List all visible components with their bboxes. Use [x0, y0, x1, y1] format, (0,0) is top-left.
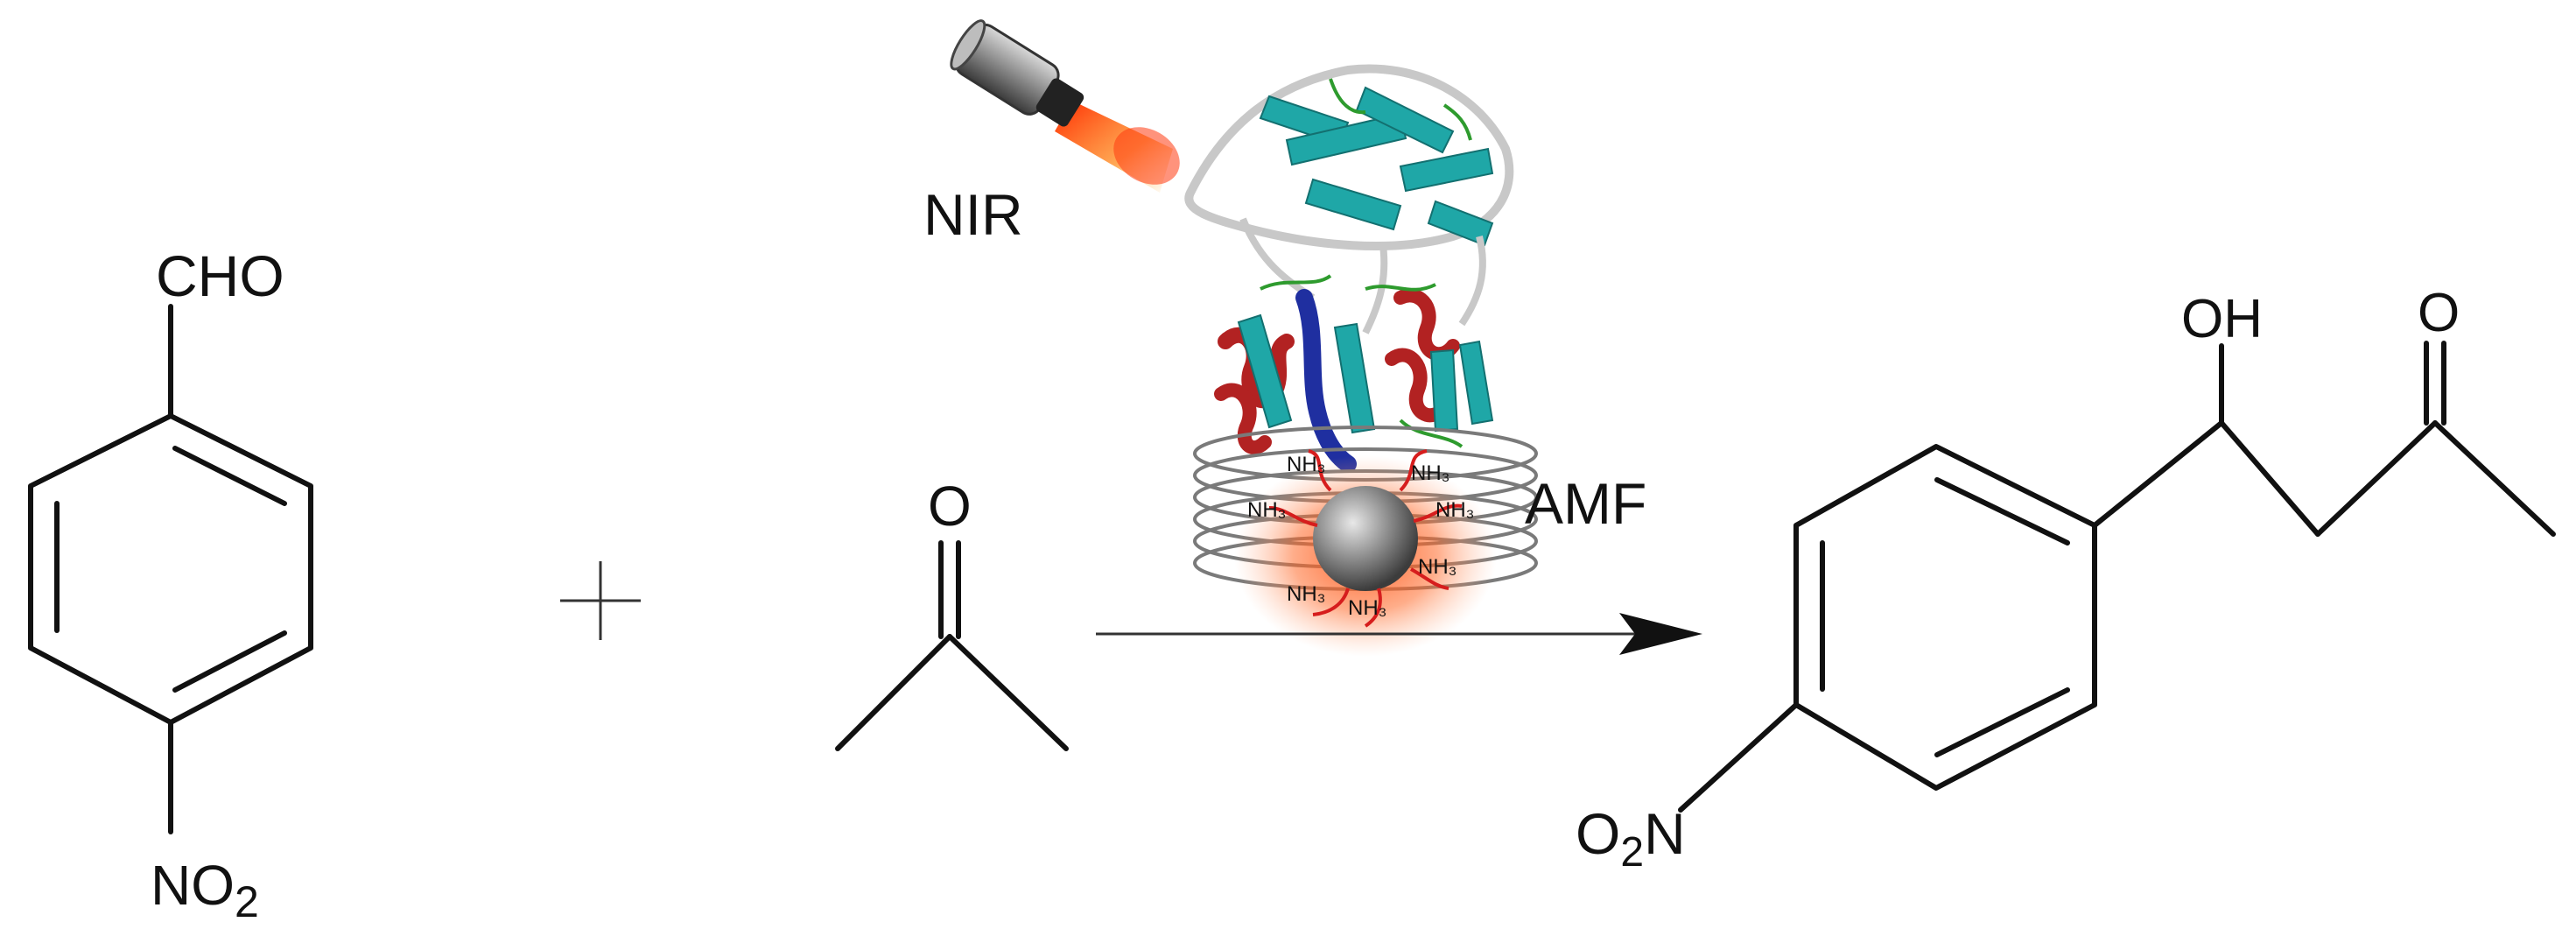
ring-to-carbinol: [2092, 420, 2224, 528]
cho-label: CHO: [156, 243, 284, 308]
reaction-arrow: [1096, 613, 1702, 655]
nir-lamp-icon: NIR: [923, 19, 1180, 247]
nitro-label: O2N: [1576, 801, 1686, 876]
carbinol-to-ch2: [2219, 420, 2320, 537]
amine-label: NH₃: [1287, 453, 1325, 476]
no2-label: NO2: [151, 854, 259, 926]
amine-linkers: [1268, 449, 1463, 628]
nitro-subscript: 2: [1620, 829, 1644, 876]
hydroxyl-label: OH: [2181, 289, 2263, 349]
amine-label: NH₃: [1435, 498, 1474, 522]
amf-label: AMF: [1525, 471, 1646, 536]
enzyme-nanoparticle-icon: NH₃ NH₃ NH₃ NH₃ NH₃ NH₃ NH₃ AMF: [1184, 64, 1646, 657]
acetone-right-methyl: [947, 634, 1069, 751]
amine-label: NH₃: [1348, 596, 1386, 620]
ring-to-nitro: [1678, 702, 1799, 813]
lamp-nozzle: [1035, 78, 1084, 127]
magnetic-nanoparticle: [1313, 486, 1418, 591]
protein-lower-domain: [1214, 274, 1494, 473]
carbonyl-oxygen-label: O: [2418, 283, 2460, 343]
nir-label: NIR: [923, 182, 1023, 247]
ch2-to-carbonyl: [2315, 420, 2438, 537]
inner-double-bond: [172, 630, 287, 693]
acetone-left-methyl: [835, 634, 952, 751]
reactant-acetone: O: [835, 475, 1069, 751]
carbonyl-to-methyl: [2432, 420, 2556, 537]
amine-label: NH₃: [1287, 582, 1325, 606]
product-aldol: OH O O2N: [1576, 283, 2556, 876]
no2-main: NO: [151, 854, 235, 917]
amine-label: NH₃: [1418, 555, 1456, 579]
protein-upper-lobe: [1184, 64, 1514, 334]
amine-label: NH₃: [1411, 461, 1449, 485]
nitro-o: O: [1576, 801, 1620, 866]
no2-subscript: 2: [235, 877, 259, 926]
product-benzene-ring: [1793, 444, 2097, 791]
nitro-n: N: [1644, 801, 1686, 866]
inner-double-bond: [172, 446, 287, 506]
plus-sign: [560, 561, 641, 640]
reactant-4-nitrobenzaldehyde: CHO NO2: [28, 243, 313, 926]
benzene-ring: [28, 413, 313, 725]
product-inner-bond: [1934, 477, 2070, 545]
amine-label: NH₃: [1247, 498, 1286, 522]
arrow-head: [1619, 613, 1702, 655]
acetone-oxygen-label: O: [928, 475, 972, 538]
product-inner-bond: [1934, 687, 2070, 757]
